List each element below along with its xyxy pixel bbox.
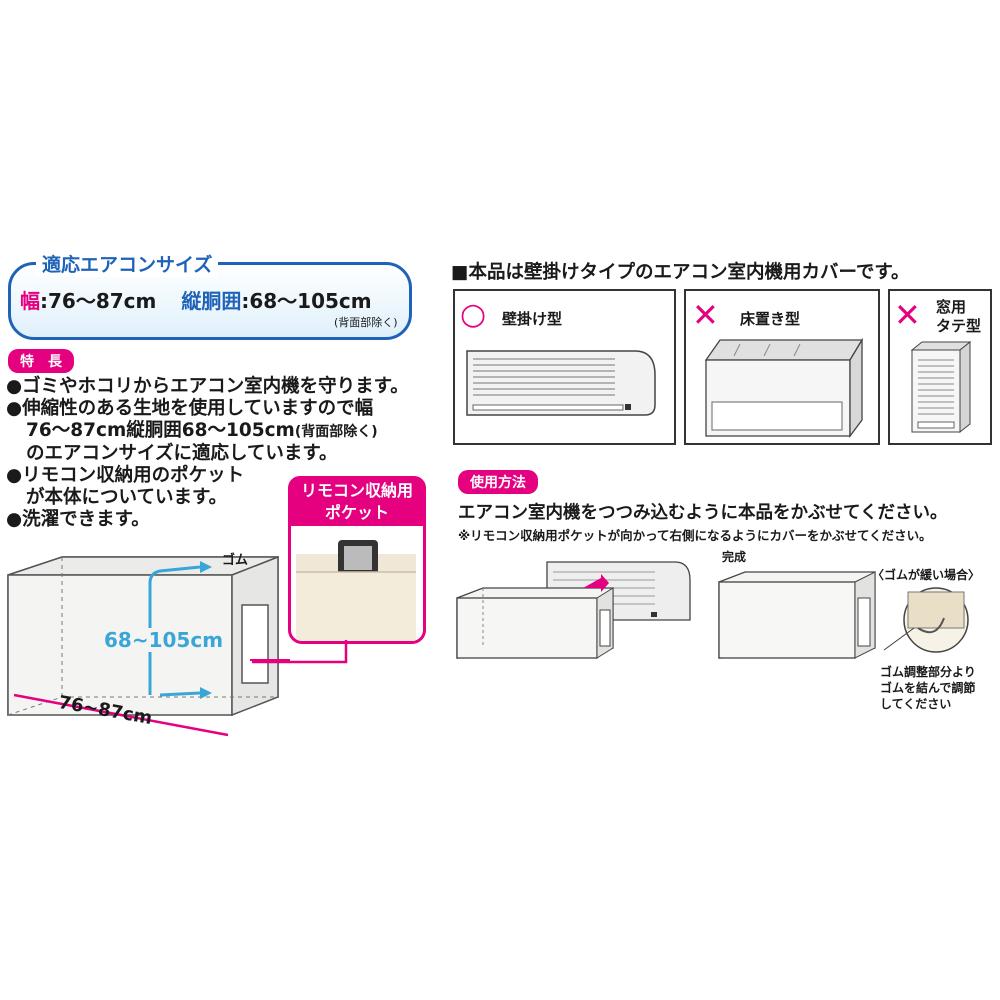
features-tag: 特 長 (8, 349, 74, 373)
usage-step-illustration (456, 561, 691, 659)
feature-line: ●ゴミやホコリからエアコン室内機を守ります。 (6, 376, 409, 397)
size-values: 幅:76〜87cm 縦胴囲:68〜105cm (20, 285, 372, 314)
usage-note: ※リモコン収納用ポケットが向かって右側になるようにカバーをかぶせてください。 (458, 528, 932, 543)
type-floor-label: 床置き型 (740, 310, 801, 328)
width-label: 幅 (20, 289, 40, 313)
ng-icon-window: ✕ (894, 296, 921, 334)
pocket-title: リモコン収納用ポケット (288, 476, 426, 526)
floor-ac-illustration (704, 337, 864, 438)
girth-value: :68〜105cm (241, 289, 372, 313)
wall-ac-illustration (466, 350, 656, 416)
features-list: ●ゴミやホコリからエアコン室内機を守ります。 ●伸縮性のある生地を使用しています… (6, 376, 409, 531)
feature-line: ●リモコン収納用のポケット (6, 465, 245, 486)
feature-line: 76〜87cm縦胴囲68〜105cm(背面部除く) (26, 420, 378, 441)
usage-instruction: エアコン室内機をつつみ込むように本品をかぶせてください。 (458, 503, 948, 523)
feature-line: のエアコンサイズに適応しています。 (26, 443, 338, 464)
rubber-label: ゴム (222, 553, 249, 568)
adjust-instruction: ゴム調整部分よりゴムを結んで調節してください (880, 665, 976, 711)
size-note: (背面部除く) (334, 316, 398, 329)
usage-tag: 使用方法 (458, 470, 538, 494)
done-illustration (718, 571, 876, 659)
feature-line: ●洗濯できます。 (6, 509, 150, 530)
done-label: 完成 (722, 550, 747, 564)
width-value: :76〜87cm (40, 289, 157, 313)
girth-dimension: 68~105cm (104, 628, 224, 652)
types-heading: ■本品は壁掛けタイプのエアコン室内機用カバーです。 (451, 262, 910, 283)
ok-icon: ○ (460, 297, 487, 332)
loose-label: 〈ゴムが緩い場合〉 (872, 568, 981, 582)
pocket-illustration (296, 540, 416, 641)
feature-line: が本体についています。 (26, 487, 228, 508)
ng-icon-floor: ✕ (692, 296, 719, 334)
girth-label: 縦胴囲 (181, 289, 242, 313)
loose-detail-illustration (883, 587, 969, 653)
feature-line: ●伸縮性のある生地を使用していますので幅 (6, 398, 374, 419)
type-wall-label: 壁掛け型 (502, 310, 563, 328)
type-window-label: 窓用タテ型 (936, 298, 982, 335)
size-title: 適応エアコンサイズ (36, 250, 219, 277)
pocket-pointer-line (252, 640, 348, 664)
window-ac-illustration (910, 340, 972, 434)
